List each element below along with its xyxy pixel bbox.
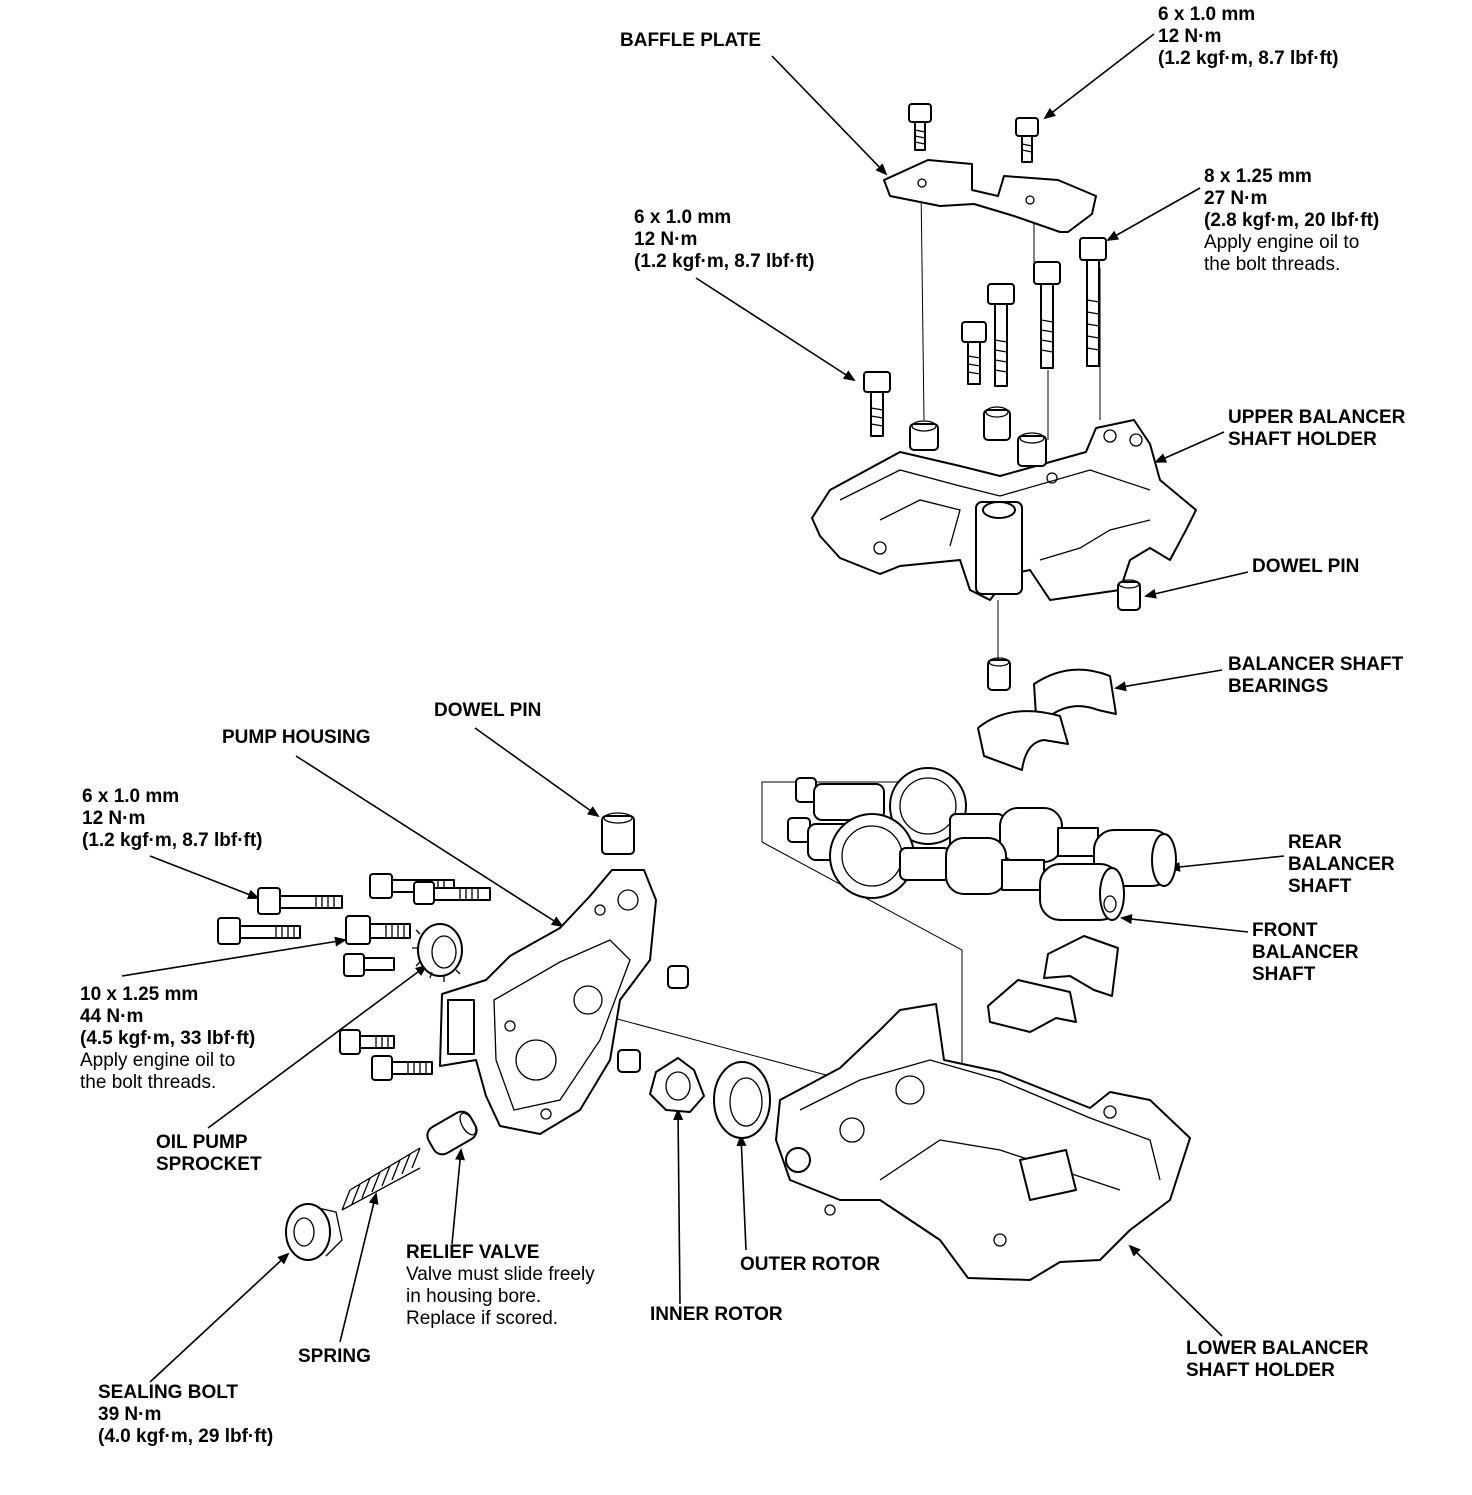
label-lower-holder: LOWER BALANCER SHAFT HOLDER	[1186, 1338, 1369, 1381]
pump-housing-part	[439, 812, 689, 1135]
upper-bolts	[863, 103, 1107, 437]
label-baffle-plate: BAFFLE PLATE	[620, 30, 762, 51]
lower-holder-part	[775, 1003, 1191, 1281]
bolt	[908, 103, 932, 151]
label-upper-left-bolt-spec: 6 x 1.0 mm 12 N·m (1.2 kgf·m, 8.7 lbf·ft…	[634, 207, 815, 272]
leader-lines	[121, 33, 1285, 1383]
label-dowel-pin-right: DOWEL PIN	[1252, 556, 1360, 577]
spring-part	[341, 1147, 421, 1211]
front-shaft	[787, 813, 1125, 921]
label-top-bolt-spec: 6 x 1.0 mm 12 N·m (1.2 kgf·m, 8.7 lbf·ft…	[1158, 4, 1339, 69]
upper-holder-part	[811, 406, 1197, 601]
rotors	[649, 1057, 771, 1139]
left-bolts	[217, 873, 491, 1081]
label-shaft-bearings: BALANCER SHAFT BEARINGS	[1228, 654, 1404, 697]
bolt	[863, 371, 891, 437]
baffle-plate-part	[883, 159, 1097, 233]
label-spring: SPRING	[298, 1346, 371, 1367]
bolt	[1033, 261, 1061, 369]
bolt	[987, 283, 1015, 387]
dowel-pins-and-bearings	[977, 579, 1141, 1033]
label-outer-rotor: OUTER ROTOR	[740, 1254, 881, 1275]
label-inner-rotor: INNER ROTOR	[650, 1304, 783, 1325]
label-pump-housing: PUMP HOUSING	[222, 727, 371, 748]
label-oil-pump-sprocket: OIL PUMP SPROCKET	[156, 1132, 262, 1175]
label-lower-left-bolt-spec: 10 x 1.25 mm 44 N·m (4.5 kgf·m, 33 lbf·f…	[80, 984, 256, 1093]
label-sealing-bolt: SEALING BOLT 39 N·m (4.0 kgf·m, 29 lbf·f…	[98, 1382, 274, 1447]
sprocket-part	[412, 923, 463, 982]
label-left-bolt-spec: 6 x 1.0 mm 12 N·m (1.2 kgf·m, 8.7 lbf·ft…	[82, 786, 263, 851]
bolt	[1079, 237, 1107, 367]
bolt	[1015, 117, 1039, 163]
label-dowel-pin-left: DOWEL PIN	[434, 700, 542, 721]
label-relief-valve: RELIEF VALVE Valve must slide freely in …	[406, 1242, 595, 1329]
label-rear-shaft: REAR BALANCER SHAFT	[1288, 832, 1395, 897]
balancer-shafts	[787, 767, 1177, 921]
label-upper-holder: UPPER BALANCER SHAFT HOLDER	[1228, 407, 1406, 450]
label-front-shaft: FRONT BALANCER SHAFT	[1252, 920, 1359, 985]
bolt	[961, 321, 987, 385]
relief-valve-part	[426, 1110, 478, 1156]
rear-shaft	[795, 767, 1177, 887]
alignment-lines	[583, 185, 1101, 1108]
sealing-bolt-part	[285, 1203, 343, 1261]
label-upper-right-bolt-spec: 8 x 1.25 mm 27 N·m (2.8 kgf·m, 20 lbf·ft…	[1204, 166, 1380, 275]
